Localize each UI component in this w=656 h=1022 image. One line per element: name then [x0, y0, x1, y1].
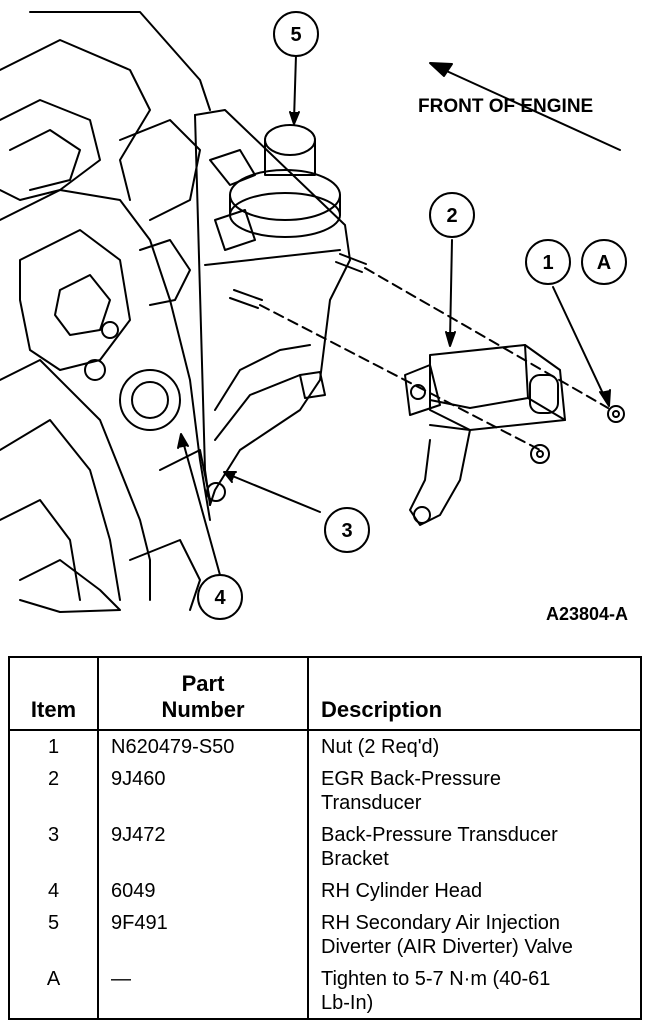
cell-item: 4 [47, 880, 60, 902]
callout-1: 1 [525, 239, 571, 285]
cell-item: 5 [47, 912, 60, 934]
table-row: 5 9F491 RH Secondary Air Injection Diver… [10, 907, 640, 963]
cell-item: 2 [47, 768, 60, 790]
cell-description: RH Cylinder Head [307, 875, 640, 907]
cylinder-head-illustration [0, 11, 211, 613]
callout-4: 4 [197, 574, 243, 620]
cell-description: Tighten to 5-7 N·m (40-61 Lb-In) [307, 963, 640, 1019]
cell-part: N620479-S50 [97, 730, 308, 763]
callout-5: 5 [273, 11, 319, 57]
table-row: 3 9J472 Back-Pressure Transducer Bracket [10, 819, 640, 875]
transducer-illustration [404, 344, 566, 526]
studs-and-nuts-illustration [229, 253, 625, 464]
cell-description: Back-Pressure Transducer Bracket [307, 819, 640, 875]
svg-text:2: 2 [446, 205, 457, 227]
table-header-row: Item Part Number Description [10, 658, 640, 731]
svg-text:3: 3 [341, 520, 352, 542]
header-item: Item [10, 658, 98, 731]
parts-table: Item Part Number Description 1 N620479-S… [8, 656, 642, 1020]
cell-item: 1 [47, 736, 60, 758]
callout-2: 2 [429, 192, 475, 238]
table-row: 2 9J460 EGR Back-Pressure Transducer [10, 763, 640, 819]
front-of-engine-label: FRONT OF ENGINE [418, 96, 593, 117]
table-row: A — Tighten to 5-7 N·m (40-61 Lb-In) [10, 963, 640, 1019]
svg-text:5: 5 [290, 24, 301, 46]
bracket-illustration [194, 109, 351, 506]
table-row: 4 6049 RH Cylinder Head [10, 875, 640, 907]
cell-description: Nut (2 Req'd) [307, 730, 640, 763]
leader-lines [177, 54, 611, 576]
engine-diagram: 5 2 1 A 3 4 FRONT OF ENGINE A23804-A [0, 11, 628, 624]
cell-part: — [97, 963, 308, 1019]
air-diverter-valve-illustration [209, 124, 341, 251]
table-row: 1 N620479-S50 Nut (2 Req'd) [10, 730, 640, 763]
cell-item: 3 [47, 824, 60, 846]
cell-part: 6049 [97, 875, 308, 907]
svg-text:4: 4 [214, 587, 226, 609]
front-arrow [429, 62, 621, 151]
callout-a: A [581, 239, 627, 285]
cell-part: 9J460 [97, 763, 308, 819]
cell-item: A [46, 968, 61, 990]
cell-part: 9F491 [97, 907, 308, 963]
figure-id-label: A23804-A [546, 604, 628, 624]
header-part-number: Part Number [97, 658, 308, 731]
svg-text:1: 1 [542, 252, 553, 274]
cell-part: 9J472 [97, 819, 308, 875]
cell-description: EGR Back-Pressure Transducer [307, 763, 640, 819]
svg-text:A: A [597, 252, 611, 274]
header-description: Description [307, 658, 640, 731]
callout-3: 3 [324, 507, 370, 553]
cell-description: RH Secondary Air Injection Diverter (AIR… [307, 907, 640, 963]
